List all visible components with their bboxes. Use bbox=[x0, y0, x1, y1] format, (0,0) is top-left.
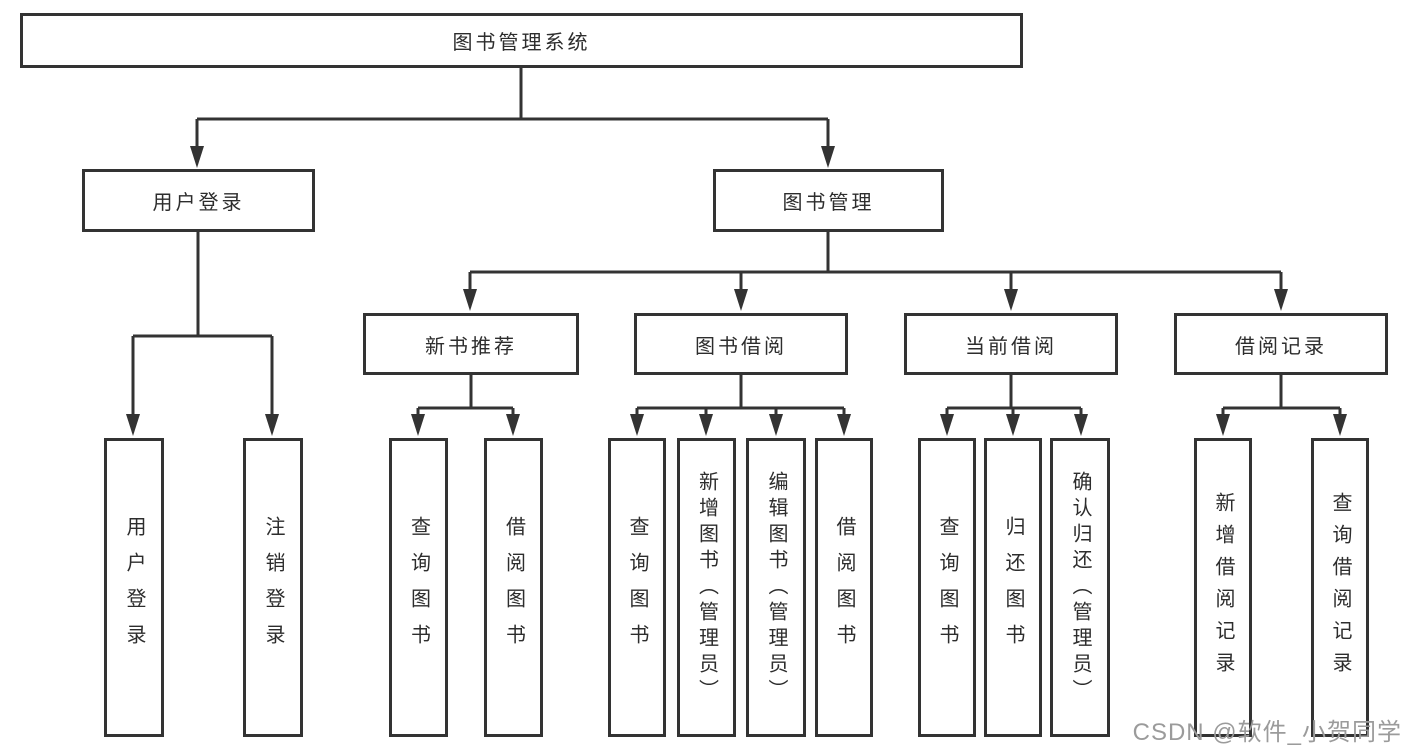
connector-user-login-split bbox=[126, 232, 279, 436]
node-label: 新增借阅记录 bbox=[1212, 491, 1234, 684]
connector-book-borrow-split bbox=[630, 375, 851, 436]
connector-current-borrow-split bbox=[940, 375, 1088, 436]
arrowhead-down-icon bbox=[1006, 414, 1020, 436]
node-new-book-recommend: 新书推荐 bbox=[363, 313, 579, 375]
connector-book-management-split bbox=[463, 232, 1288, 311]
arrowhead-down-icon bbox=[1216, 414, 1230, 436]
node-label: 图书管理系统 bbox=[452, 32, 591, 54]
arrowhead-down-icon bbox=[940, 414, 954, 436]
node-label: 查询图书 bbox=[936, 515, 958, 660]
arrowhead-down-icon bbox=[126, 414, 140, 436]
node-user-login: 用户登录 bbox=[82, 169, 315, 232]
leaf-edit-books-admin: 编辑图书（管理员） bbox=[746, 438, 806, 737]
node-label: 注销登录 bbox=[262, 515, 284, 660]
connector-borrow-record-split bbox=[1216, 375, 1347, 436]
arrowhead-down-icon bbox=[1333, 414, 1347, 436]
leaf-add-borrow-record: 新增借阅记录 bbox=[1194, 438, 1252, 737]
arrowhead-down-icon bbox=[411, 414, 425, 436]
leaf-query-borrow-record: 查询借阅记录 bbox=[1311, 438, 1369, 737]
node-book-borrow: 图书借阅 bbox=[634, 313, 848, 375]
leaf-confirm-return-admin: 确认归还（管理员） bbox=[1050, 438, 1110, 737]
node-label: 确认归还（管理员） bbox=[1069, 470, 1091, 705]
node-borrow-record: 借阅记录 bbox=[1174, 313, 1388, 375]
leaf-borrow-query-books: 查询图书 bbox=[608, 438, 666, 737]
leaf-return-books: 归还图书 bbox=[984, 438, 1042, 737]
leaf-logout: 注销登录 bbox=[243, 438, 303, 737]
arrowhead-down-icon bbox=[734, 289, 748, 311]
csdn-watermark: CSDN @软件_小贺同学 bbox=[1132, 719, 1402, 746]
leaf-new-book-query-books: 查询图书 bbox=[389, 438, 448, 737]
node-label: 查询图书 bbox=[407, 515, 430, 660]
node-label: 用户登录 bbox=[152, 192, 245, 214]
leaf-borrow-books: 借阅图书 bbox=[815, 438, 873, 737]
node-label: 编辑图书（管理员） bbox=[765, 470, 787, 705]
arrowhead-down-icon bbox=[265, 414, 279, 436]
leaf-new-book-borrow-books: 借阅图书 bbox=[484, 438, 543, 737]
node-label: 借阅图书 bbox=[502, 515, 525, 660]
node-label: 查询图书 bbox=[626, 515, 648, 660]
leaf-add-books-admin: 新增图书（管理员） bbox=[677, 438, 736, 737]
arrowhead-down-icon bbox=[1274, 289, 1288, 311]
node-label: 归还图书 bbox=[1002, 515, 1024, 660]
node-label: 图书借阅 bbox=[695, 335, 787, 358]
node-label: 查询借阅记录 bbox=[1329, 491, 1351, 684]
arrowhead-down-icon bbox=[506, 414, 520, 436]
node-label: 当前借阅 bbox=[965, 335, 1057, 358]
arrowhead-down-icon bbox=[837, 414, 851, 436]
node-label: 新书推荐 bbox=[425, 335, 517, 358]
arrowhead-down-icon bbox=[463, 289, 477, 311]
arrowhead-down-icon bbox=[769, 414, 783, 436]
arrowhead-down-icon bbox=[1074, 414, 1088, 436]
node-label: 新增图书（管理员） bbox=[695, 470, 718, 705]
connector-root-split bbox=[190, 68, 835, 168]
arrowhead-down-icon bbox=[630, 414, 644, 436]
node-label: 借阅图书 bbox=[833, 515, 855, 660]
arrowhead-down-icon bbox=[190, 146, 204, 168]
node-current-borrow: 当前借阅 bbox=[904, 313, 1118, 375]
node-book-management: 图书管理 bbox=[713, 169, 944, 232]
node-label: 图书管理 bbox=[782, 192, 875, 214]
connector-new-book-split bbox=[411, 375, 520, 436]
leaf-current-query-books: 查询图书 bbox=[918, 438, 976, 737]
node-root-system: 图书管理系统 bbox=[20, 13, 1023, 68]
leaf-user-login: 用户登录 bbox=[104, 438, 164, 737]
node-label: 用户登录 bbox=[123, 515, 145, 660]
arrowhead-down-icon bbox=[821, 146, 835, 168]
arrowhead-down-icon bbox=[699, 414, 713, 436]
node-label: 借阅记录 bbox=[1235, 335, 1327, 358]
arrowhead-down-icon bbox=[1004, 289, 1018, 311]
